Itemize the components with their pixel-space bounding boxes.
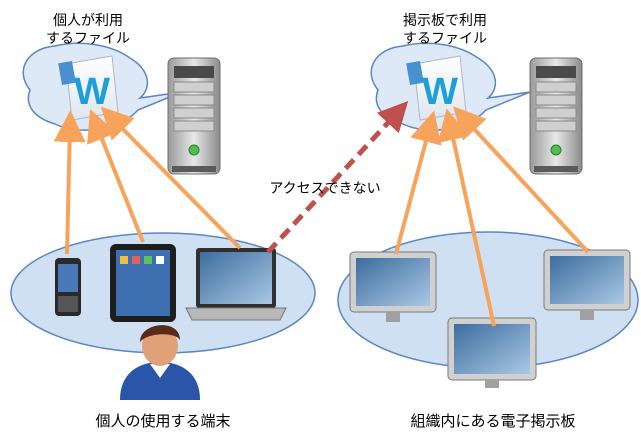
monitor-icon-1 xyxy=(349,251,437,322)
right-bubble-title-line1: 掲示板で利用 xyxy=(403,13,487,29)
monitor-icon-2 xyxy=(447,317,537,388)
left-bubble-title-line1: 個人が利用 xyxy=(53,13,123,29)
tablet-icon xyxy=(110,244,176,322)
svg-text:W: W xyxy=(422,71,458,113)
person-icon xyxy=(120,325,200,400)
server-icon xyxy=(167,57,221,175)
access-arrows-left xyxy=(53,106,242,255)
access-arrows-right xyxy=(394,106,590,327)
right-bubble-title-line2: するファイル xyxy=(403,31,487,47)
left-bubble-title-line2: するファイル xyxy=(46,31,130,47)
left-caption: 個人の使用する端末 xyxy=(95,412,231,430)
smartphone-icon xyxy=(55,258,81,316)
svg-text:W: W xyxy=(74,71,110,113)
document-word-icon: W xyxy=(58,55,119,121)
left-bubble-title: 個人が利用 するファイル xyxy=(38,12,138,48)
server-icon-right xyxy=(529,57,583,175)
blocked-label: アクセスできない xyxy=(269,181,381,197)
blocked-access-arrow xyxy=(266,101,409,254)
right-caption: 組織内にある電子掲示板 xyxy=(410,412,576,430)
monitor-icon-3 xyxy=(543,249,631,320)
right-bubble-title: 掲示板で利用 するファイル xyxy=(390,12,500,48)
laptop-icon xyxy=(185,248,287,321)
